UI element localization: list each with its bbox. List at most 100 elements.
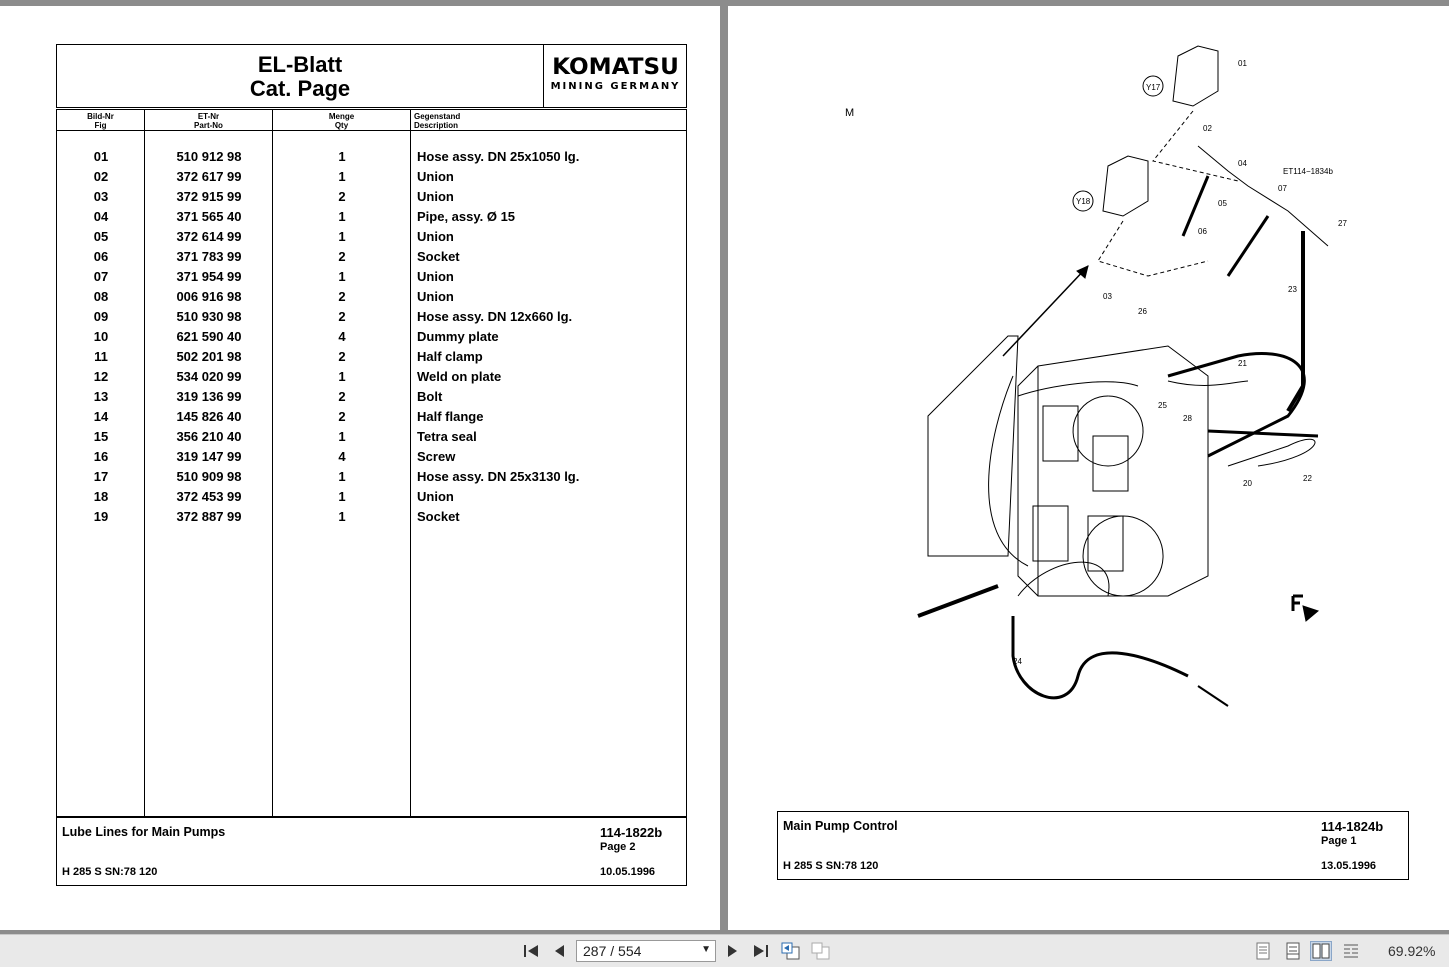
callout-label: 05 xyxy=(1218,199,1227,208)
callout-label: 24 xyxy=(1013,657,1022,666)
callout-circle-y18 xyxy=(1072,190,1094,212)
part-number-cell: 372 617 99 xyxy=(176,169,242,184)
description-cell: Socket xyxy=(417,249,460,264)
previous-page-button[interactable] xyxy=(548,941,570,961)
callout-circle-y17 xyxy=(1142,75,1164,97)
fig-cell: 05 xyxy=(93,229,109,244)
previous-view-button[interactable] xyxy=(780,941,802,961)
first-page-button[interactable] xyxy=(520,941,542,961)
quantity-cell: 1 xyxy=(338,149,346,164)
part-number-cell: 372 614 99 xyxy=(176,229,242,244)
last-page-button[interactable] xyxy=(750,941,772,961)
footer-title: Main Pump Control xyxy=(783,819,898,833)
part-number-cell: 510 909 98 xyxy=(176,469,242,484)
page-header: EL-Blatt Cat. Page KOMATSU MINING GERMAN… xyxy=(56,44,687,108)
description-cell: Union xyxy=(417,229,454,244)
single-page-icon xyxy=(1256,942,1270,960)
two-page-continuous-icon xyxy=(1344,944,1358,958)
page-number-field[interactable]: 287 / 554 ▼ xyxy=(576,940,716,962)
footer-page: Page 2 xyxy=(600,841,636,853)
two-page-continuous-button[interactable] xyxy=(1340,941,1362,961)
continuous-page-icon xyxy=(1286,942,1300,960)
header-title-line2: Cat. Page xyxy=(249,76,351,101)
column-header-line: Gegenstand xyxy=(414,112,461,121)
valve-block-y17 xyxy=(1172,45,1219,107)
single-page-view-button[interactable] xyxy=(1252,941,1274,961)
part-number-cell: 534 020 99 xyxy=(176,369,242,384)
description-cell: Screw xyxy=(417,449,456,464)
callout-label: 07 xyxy=(1278,184,1287,193)
quantity-cell: 1 xyxy=(338,229,346,244)
page-footer: Lube Lines for Main Pumps H 285 S SN:78 … xyxy=(56,817,687,886)
quantity-cell: 1 xyxy=(338,209,346,224)
continuous-view-button[interactable] xyxy=(1282,941,1304,961)
callout-label: 01 xyxy=(1238,59,1247,68)
part-number-cell: 510 912 98 xyxy=(176,149,242,164)
column-header-fig: Bild-Nr Fig xyxy=(57,112,144,133)
exploded-parts-diagram: 01 02 04 05 06 07 27 23 26 21 25 28 20 2… xyxy=(917,45,1347,707)
column-header-qty: Menge Qty xyxy=(273,112,410,133)
fig-cell: 04 xyxy=(93,209,109,224)
next-page-icon xyxy=(728,945,737,957)
callout-label: 06 xyxy=(1198,227,1207,236)
fig-cell: 14 xyxy=(93,409,109,424)
valve-block-y18 xyxy=(1102,155,1149,217)
page-indicator: 287 / 554 xyxy=(583,943,642,959)
description-cell: Pipe, assy. Ø 15 xyxy=(417,209,516,224)
part-number-cell: 006 916 98 xyxy=(176,289,242,304)
document-viewer[interactable]: EL-Blatt Cat. Page KOMATSU MINING GERMAN… xyxy=(0,0,1449,934)
catalog-page-right: M xyxy=(728,6,1449,930)
footer-number: 114-1822b xyxy=(600,825,663,840)
callout-label: 04 xyxy=(1238,159,1247,168)
footer-date: 10.05.1996 xyxy=(600,866,656,878)
quantity-cell: 2 xyxy=(338,249,346,264)
footer-title: Lube Lines for Main Pumps xyxy=(62,825,226,839)
quantity-cell: 1 xyxy=(338,509,346,524)
quantity-cell: 1 xyxy=(338,489,346,504)
logo-sub-text: MINING GERMANY xyxy=(550,81,681,92)
footer-serial: H 285 S SN:78 120 xyxy=(783,860,879,872)
part-number-cell: 319 136 99 xyxy=(176,389,242,404)
zoom-level[interactable]: 69.92% xyxy=(1388,943,1436,959)
description-cell: Dummy plate xyxy=(417,329,499,344)
fig-cell: 18 xyxy=(93,489,109,504)
description-cell: Hose assy. DN 12x660 lg. xyxy=(417,309,573,324)
quantity-cell: 1 xyxy=(338,369,346,384)
viewer-toolbar: 287 / 554 ▼ 69.92% xyxy=(0,934,1449,967)
part-number-cell: 372 915 99 xyxy=(176,189,242,204)
diagram-callouts: 01 02 04 05 06 07 27 23 26 21 25 28 20 2… xyxy=(1013,59,1347,666)
description-cell: Bolt xyxy=(417,389,443,404)
description-cell: Union xyxy=(417,169,454,184)
quantity-cell: 2 xyxy=(338,309,346,324)
quantity-cell: 2 xyxy=(338,389,346,404)
next-view-button[interactable] xyxy=(810,941,832,961)
column-divider xyxy=(272,110,273,816)
logo-main-text: KOMATSU xyxy=(552,55,679,80)
next-page-button[interactable] xyxy=(722,941,744,961)
callout-label: 02 xyxy=(1203,124,1212,133)
chevron-down-icon[interactable]: ▼ xyxy=(701,944,711,955)
quantity-cell: 4 xyxy=(338,449,346,464)
footer-number: 114-1824b xyxy=(1321,819,1384,834)
part-number-cell: 371 565 40 xyxy=(176,209,242,224)
two-page-view-button[interactable] xyxy=(1310,941,1332,961)
description-cell: Socket xyxy=(417,509,460,524)
column-divider xyxy=(144,110,145,816)
column-header-line: ET-Nr xyxy=(197,112,220,121)
fig-cell: 17 xyxy=(93,469,109,484)
footer-page: Page 1 xyxy=(1321,835,1357,847)
header-title: EL-Blatt Cat. Page xyxy=(57,53,543,101)
quantity-cell: 1 xyxy=(338,169,346,184)
callout-label: 26 xyxy=(1138,307,1147,316)
